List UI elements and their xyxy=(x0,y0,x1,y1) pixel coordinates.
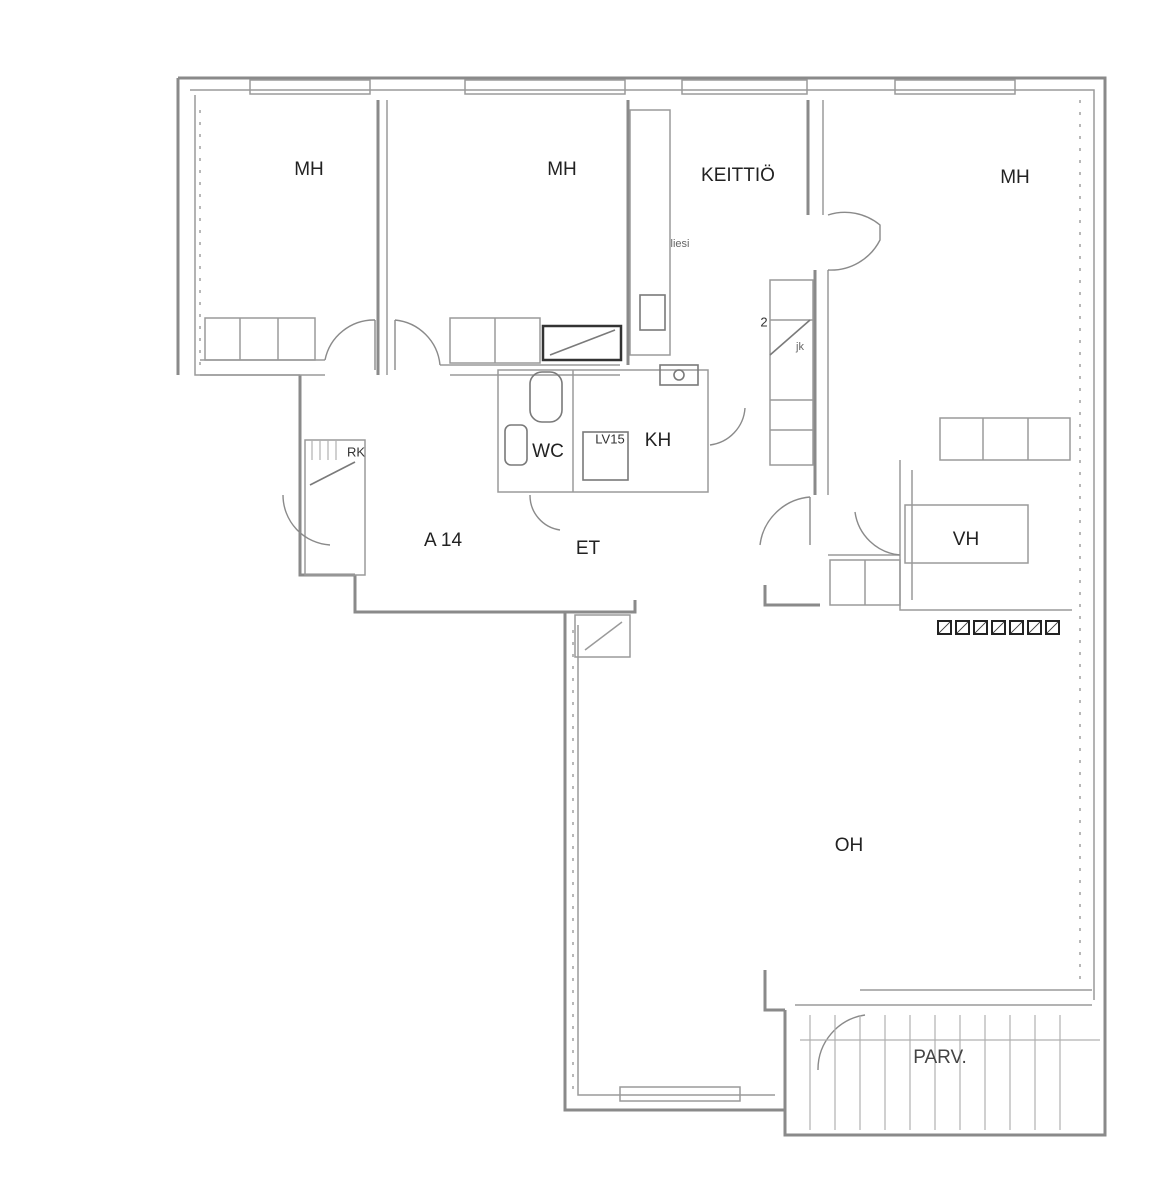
vent-icon xyxy=(937,620,952,635)
fridge-annotation: jk xyxy=(796,341,804,353)
room-label-kitchen: KEITTIÖ xyxy=(701,165,775,186)
room-label-living-room: OH xyxy=(834,835,864,856)
stove-annotation: liesi xyxy=(670,238,690,250)
room-label-balcony: PARV. xyxy=(913,1047,967,1068)
cleaning-cabinet-annotation: RK xyxy=(346,444,366,460)
room-label-mh-1: MH xyxy=(294,159,324,180)
windows xyxy=(249,79,1016,1102)
vent-icon xyxy=(1009,620,1024,635)
vent-icon xyxy=(991,620,1006,635)
room-label-toilet: WC xyxy=(532,441,564,462)
room-label-mh-2: MH xyxy=(547,159,577,180)
stairs-number-annotation: 2 xyxy=(760,314,768,330)
fixtures xyxy=(504,294,811,481)
room-label-entrance: ET xyxy=(575,538,601,559)
apartment-label: A 14 xyxy=(423,530,463,551)
vent-icon xyxy=(955,620,970,635)
balcony-hatching xyxy=(800,1015,1100,1130)
vent-icon xyxy=(1027,620,1042,635)
cabinets xyxy=(204,109,1071,606)
vent-icon xyxy=(973,620,988,635)
vent-icon xyxy=(1045,620,1060,635)
doors xyxy=(282,211,901,1071)
ventilation-grille xyxy=(937,620,1065,640)
interior-walls xyxy=(200,100,1072,1012)
room-label-closet: VH xyxy=(952,529,980,550)
rk-hatching xyxy=(309,440,356,486)
room-label-bathroom: KH xyxy=(644,430,672,451)
ventilation-unit-annotation: LV15 xyxy=(595,431,625,447)
room-label-mh-3: MH xyxy=(1000,167,1030,188)
outer-walls xyxy=(176,76,1107,1137)
